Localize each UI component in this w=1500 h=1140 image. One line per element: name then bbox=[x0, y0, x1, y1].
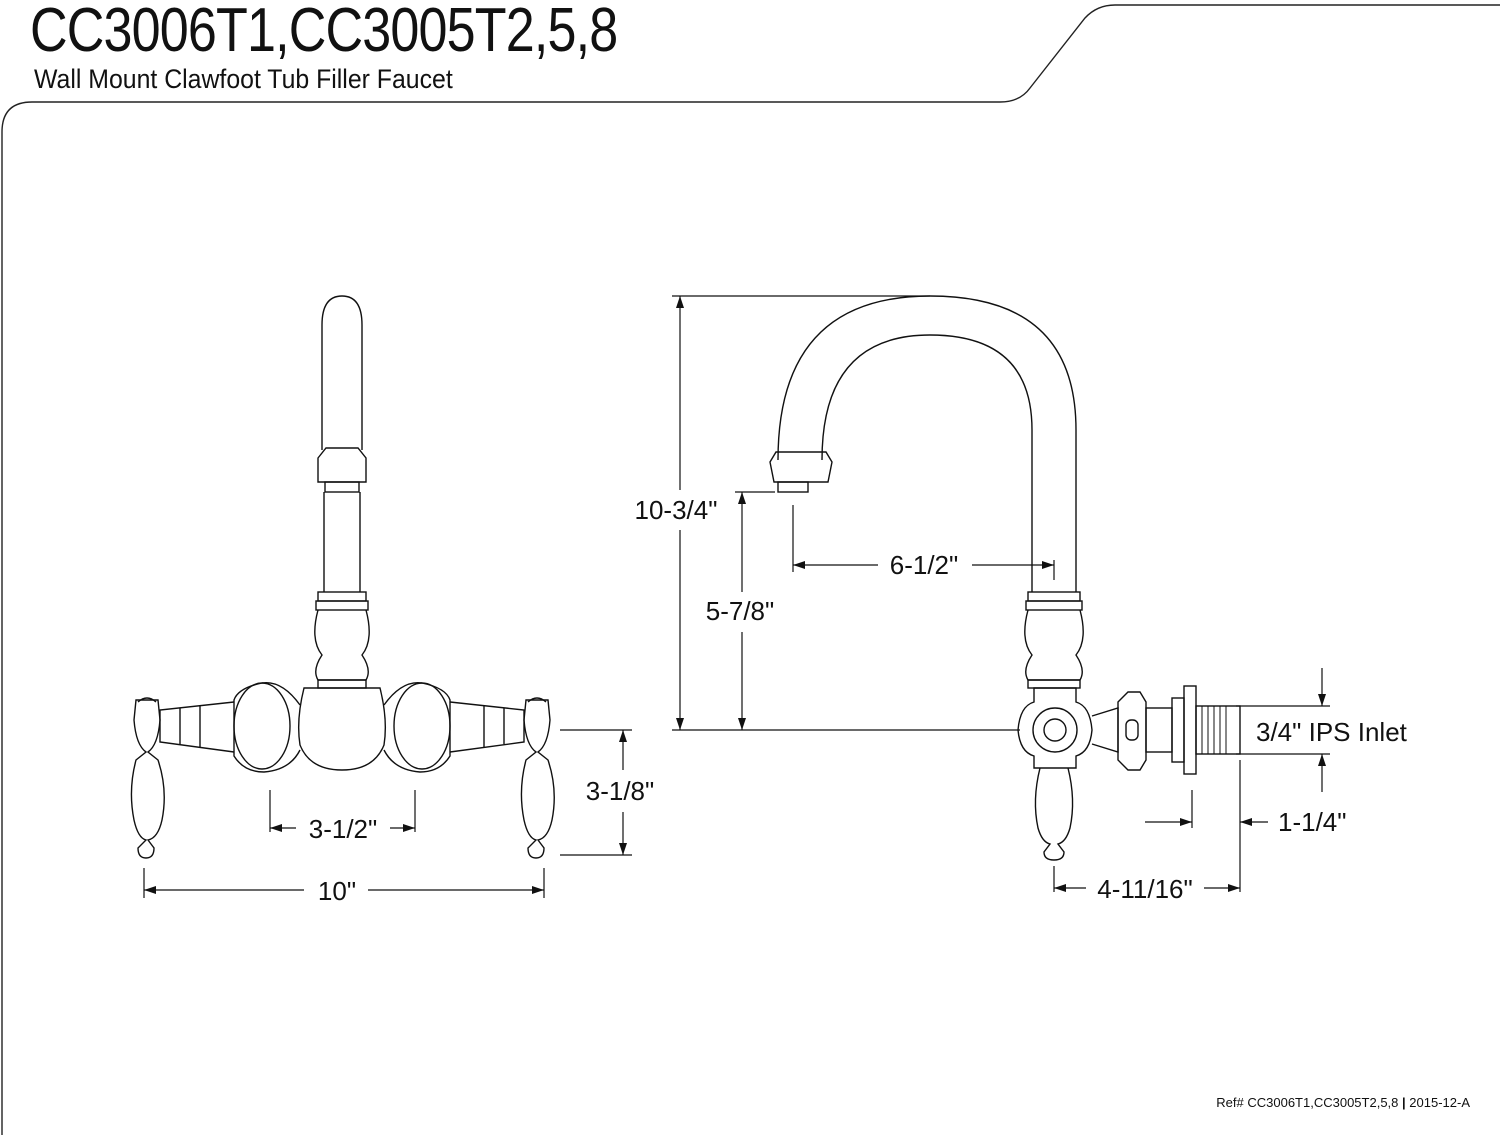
dim-overall-width-label: 10" bbox=[318, 876, 356, 906]
page-title: CC3006T1,CC3005T2,5,8 bbox=[30, 0, 618, 65]
dim-spout-reach-label: 6-1/2" bbox=[890, 550, 959, 580]
dim-total-height-label: 10-3/4" bbox=[635, 495, 718, 525]
sheet-border bbox=[1, 4, 1500, 1135]
ref-models: CC3006T1,CC3005T2,5,8 bbox=[1247, 1095, 1399, 1110]
dim-wall-offset-label: 4-11/16" bbox=[1097, 874, 1192, 904]
page-subtitle: Wall Mount Clawfoot Tub Filler Faucet bbox=[34, 64, 453, 94]
ref-revision: 2015-12-A bbox=[1409, 1095, 1470, 1110]
dim-inlet-label: 3/4" IPS Inlet bbox=[1256, 717, 1408, 747]
front-view-faucet bbox=[130, 295, 555, 859]
side-view-dimensions bbox=[672, 295, 1330, 892]
dim-inlet-length-label: 1-1/4" bbox=[1278, 807, 1347, 837]
ref-separator: | bbox=[1402, 1095, 1406, 1110]
side-view-faucet bbox=[769, 295, 1241, 861]
front-view-dimensions bbox=[143, 729, 632, 898]
dim-handle-height-label: 3-1/8" bbox=[586, 776, 655, 806]
dim-center-spacing-label: 3-1/2" bbox=[309, 814, 378, 844]
dim-spout-clearance-label: 5-7/8" bbox=[706, 596, 775, 626]
footer-reference: Ref# CC3006T1,CC3005T2,5,8 | 2015-12-A bbox=[1216, 1095, 1470, 1110]
dimension-labels: 3-1/2" 10" 3-1/8" 10-3/4" 5-7/8" 6-1/2" … bbox=[309, 495, 1408, 906]
ref-label: Ref# bbox=[1216, 1095, 1244, 1110]
